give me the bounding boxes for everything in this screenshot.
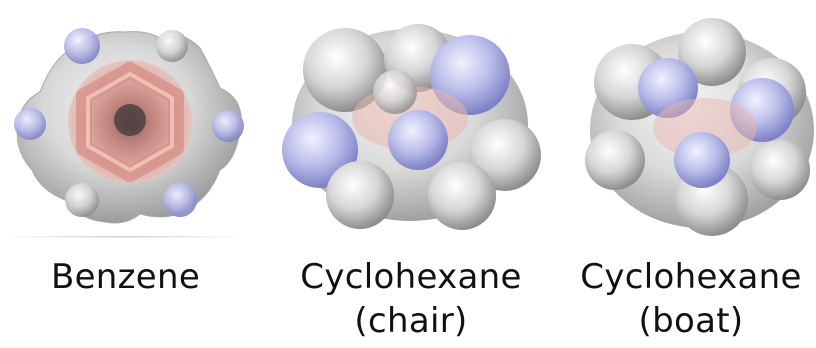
chair-lobe — [428, 162, 496, 230]
benzene-bonds — [76, 62, 184, 182]
benzene-lobe — [212, 110, 244, 142]
benzene-surface — [0, 28, 244, 238]
chair-lobe-front — [388, 110, 448, 170]
boat-lobe — [585, 130, 645, 190]
chair-lobe — [303, 28, 387, 112]
benzene-lobe — [65, 183, 99, 217]
chair-lobe-front — [373, 70, 417, 114]
benzene-floor — [0, 236, 244, 238]
boat-label: Cyclohexane — [580, 257, 802, 297]
molecule-renderings — [0, 18, 814, 238]
benzene-center — [114, 104, 146, 136]
benzene-lobe — [163, 183, 197, 217]
chair-surface — [282, 24, 541, 230]
boat-caption: Cyclohexane (boat) — [566, 255, 816, 343]
boat-surface — [585, 18, 814, 236]
benzene-bonds-highlight — [86, 72, 174, 172]
chair-caption: Cyclohexane (chair) — [286, 255, 536, 343]
boat-conformation-label: (boat) — [638, 301, 744, 341]
chair-conformation-label: (chair) — [354, 301, 468, 341]
chair-lobe — [326, 161, 394, 229]
boat-lobe-front — [674, 132, 730, 188]
benzene-lobe — [14, 108, 46, 140]
benzene-lobe — [156, 30, 188, 62]
benzene-label: Benzene — [50, 257, 201, 297]
chair-label: Cyclohexane — [300, 257, 522, 297]
benzene-lobe — [64, 28, 100, 64]
boat-lobe — [678, 18, 746, 86]
boat-core — [653, 98, 757, 158]
benzene-caption: Benzene — [28, 255, 223, 299]
boat-lobe — [750, 140, 810, 200]
